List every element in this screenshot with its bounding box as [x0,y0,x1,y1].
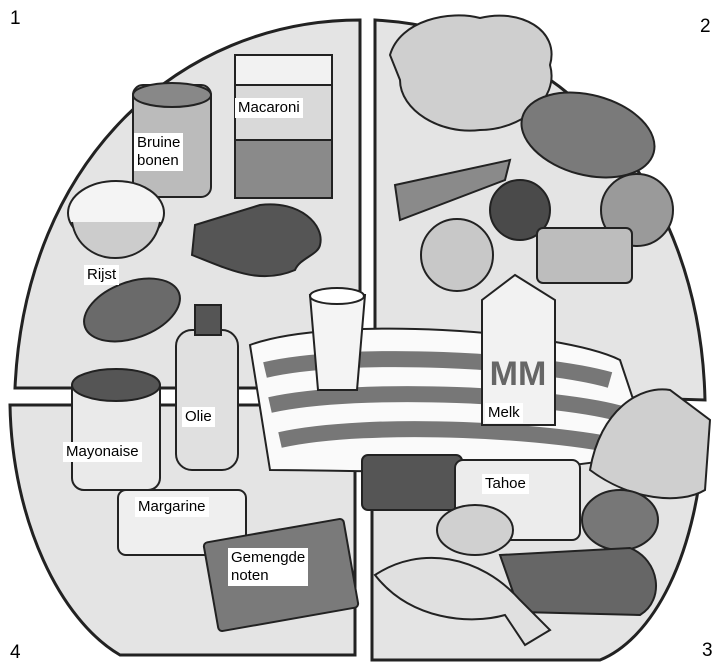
label-bruine-bonen-line2: bonen [137,152,180,170]
label-melk: Melk [485,403,523,423]
quadrant-number-3: 3 [696,638,719,664]
label-tahoe: Tahoe [482,474,529,494]
label-macaroni: Macaroni [235,98,303,118]
macaroni-box-drawing [235,55,332,198]
label-rijst: Rijst [84,265,119,285]
quadrant-number-1: 1 [4,6,27,32]
quadrant-number-4: 4 [4,640,27,666]
label-margarine: Margarine [135,497,209,517]
quadrant-number-2: 2 [694,14,717,40]
chicken-leg-drawing [582,490,658,550]
svg-text:MM: MM [490,355,547,393]
label-gemengde-noten: Gemengde noten [228,548,308,586]
label-olie: Olie [182,407,215,427]
apple-drawing [421,219,493,291]
label-bruine-bonen-line1: Bruine [137,134,180,152]
strawberry-tray-drawing [537,228,632,283]
egg-drawing [437,505,513,555]
mayonnaise-jar-drawing [72,369,160,490]
glass-drawing [310,288,365,390]
label-bruine-bonen: Bruine bonen [134,133,183,171]
meat-slices-drawing [362,455,462,510]
label-gemengde-noten-line1: Gemengde [231,549,305,567]
label-gemengde-noten-line2: noten [231,567,305,585]
label-mayonaise: Mayonaise [63,442,142,462]
